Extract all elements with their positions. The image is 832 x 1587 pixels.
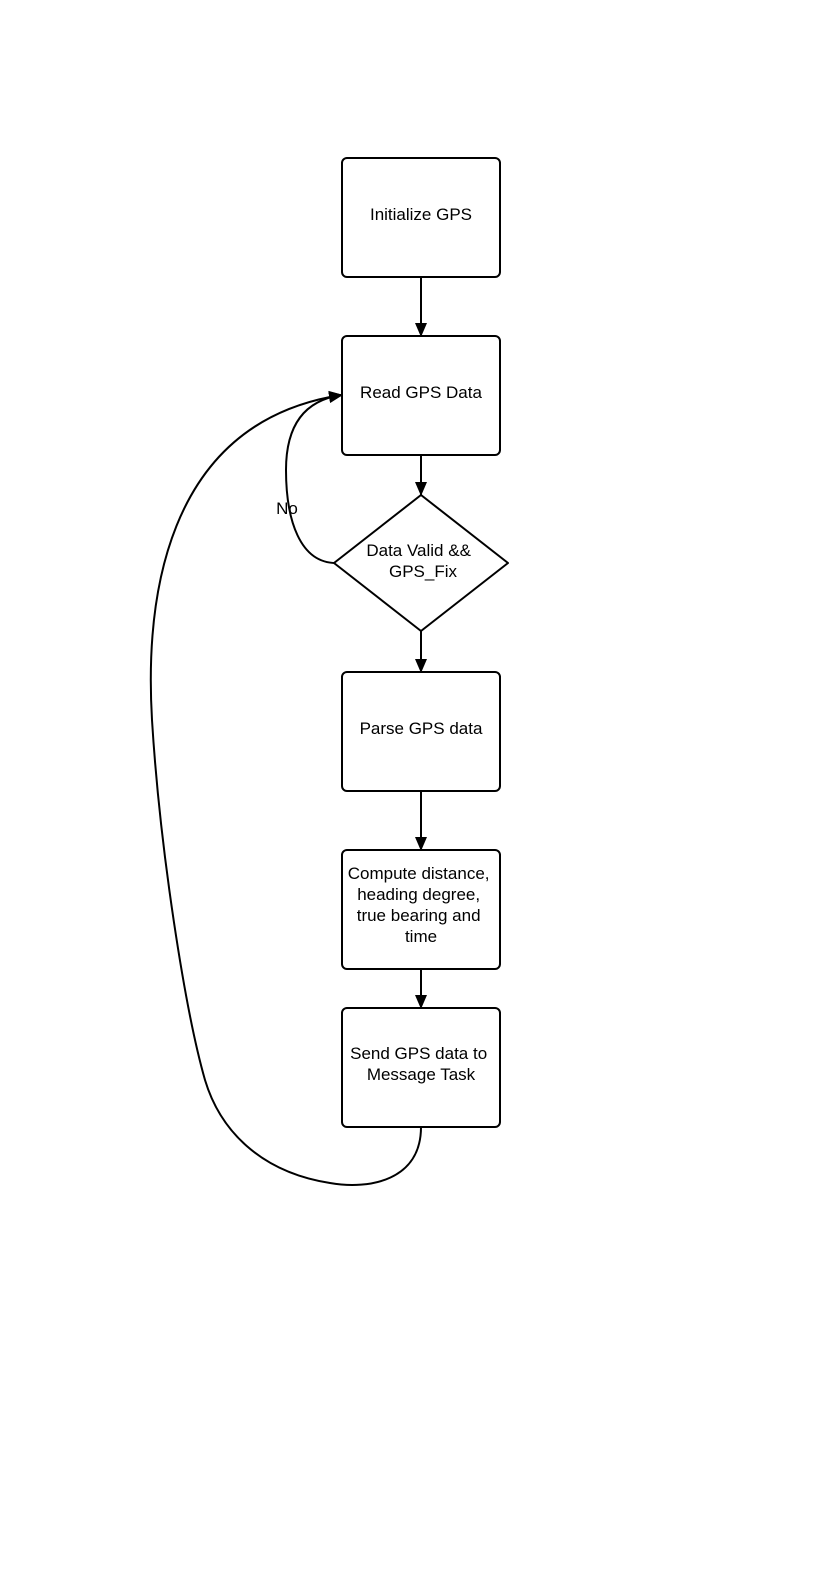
edge-valid-no-to-read <box>284 390 343 564</box>
node-label-line: Data Valid && <box>366 541 471 560</box>
node-send-gps-data: Send GPS data to Message Task <box>341 1007 501 1128</box>
svg-text:Compute distance, headin: Compute distance, heading degree, true b… <box>348 864 494 946</box>
svg-text:Parse GPS data: Parse GPS data <box>360 719 483 738</box>
svg-text:Initialize GPS: Initialize GPS <box>370 205 472 224</box>
process-box <box>341 671 501 792</box>
node-label-line: GPS_Fix <box>389 562 458 581</box>
process-box <box>341 1007 501 1128</box>
node-read-gps-data: Read GPS Data <box>341 335 501 456</box>
node-label-line: Initialize GPS <box>370 205 472 224</box>
node-compute: Compute distance, heading degree, true b… <box>341 849 501 970</box>
svg-text:Data Valid && GPS_Fix: Data Valid && GPS_Fix <box>366 541 475 581</box>
decision-diamond <box>333 494 509 632</box>
node-parse-gps-data: Parse GPS data <box>341 671 501 792</box>
edges <box>149 277 427 1186</box>
node-label-line: Read GPS Data <box>360 383 482 402</box>
node-label-line: heading degree, <box>357 885 480 904</box>
node-initialize-gps: Initialize GPS <box>341 157 501 278</box>
node-label-line: Compute distance, <box>348 864 490 883</box>
process-box <box>341 849 501 970</box>
svg-text:Send GPS data to Message: Send GPS data to Message Task <box>350 1044 492 1084</box>
node-label-line: Message Task <box>367 1065 476 1084</box>
edge-label-no: No <box>276 499 298 518</box>
process-box <box>341 335 501 456</box>
svg-text:Read GPS Data: Read GPS Data <box>360 383 482 402</box>
node-label-line: time <box>405 927 437 946</box>
process-box <box>341 157 501 278</box>
edge-send-loop-to-read <box>149 391 422 1186</box>
node-label-line: true bearing and <box>357 906 481 925</box>
node-label-line: Parse GPS data <box>360 719 483 738</box>
node-data-valid-decision: Data Valid && GPS_Fix <box>333 494 509 632</box>
node-label-line: Send GPS data to <box>350 1044 487 1063</box>
